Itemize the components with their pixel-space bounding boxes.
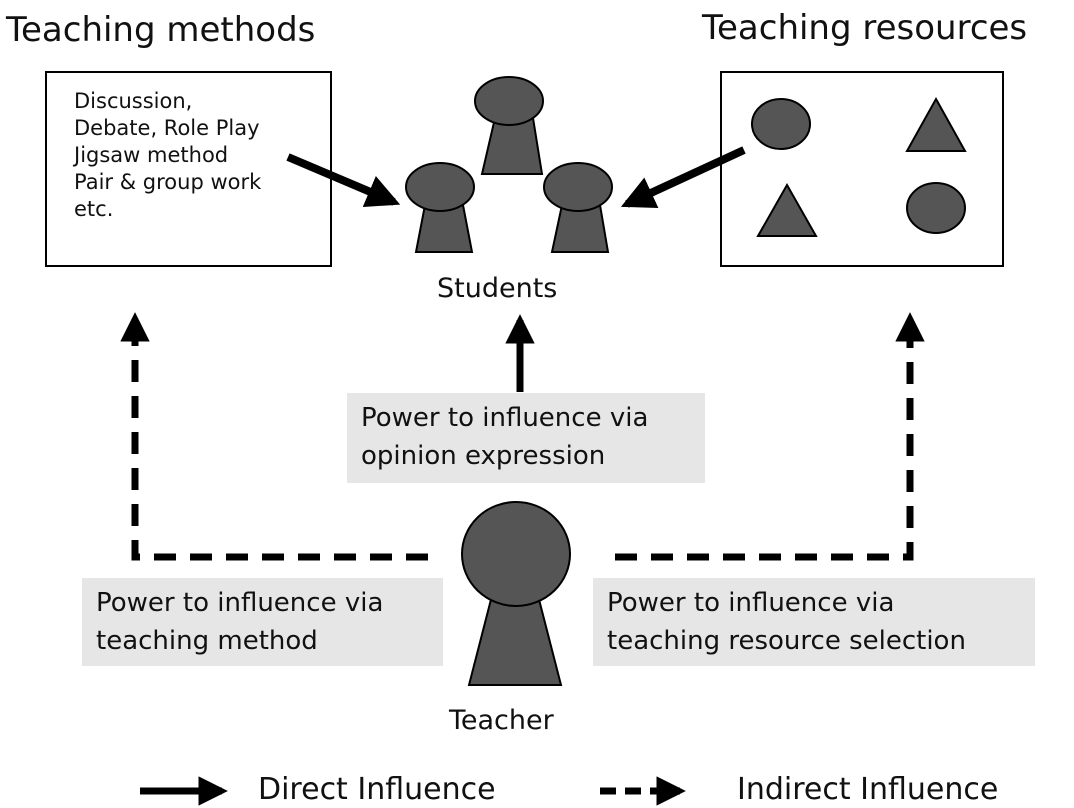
teaching-resource-note: Power to influence via teaching resource… <box>593 578 1035 666</box>
note-line: Power to influence via <box>607 588 895 618</box>
teaching-method-note: Power to influence via teaching method <box>82 578 443 666</box>
note-line: teaching method <box>96 626 318 656</box>
direct-arrow-methods <box>286 153 401 207</box>
students-label: Students <box>437 273 558 304</box>
resource-circle-2 <box>906 182 966 234</box>
methods-list-item: Jigsaw method <box>74 143 229 167</box>
resource-circle-1 <box>751 98 811 150</box>
opinion-expression-note: Power to influence via opinion expressio… <box>347 393 705 483</box>
legend-direct-label: Direct Influence <box>258 772 496 807</box>
student-figure-left <box>405 162 475 253</box>
teaching-methods-box <box>45 71 332 267</box>
methods-list-item: Debate, Role Play <box>74 116 260 140</box>
student-figure-right <box>543 162 613 253</box>
resource-triangle-2 <box>756 182 818 237</box>
resource-triangle-1 <box>905 96 967 152</box>
note-line: Power to influence via <box>96 588 384 618</box>
teacher-label: Teacher <box>449 705 554 736</box>
direct-arrow-resources <box>620 146 746 208</box>
teaching-resources-box <box>720 71 1004 267</box>
methods-list-item: etc. <box>74 197 114 221</box>
note-line: opinion expression <box>361 441 606 471</box>
teaching-resources-title: Teaching resources <box>702 8 1028 48</box>
methods-list-item: Pair & group work <box>74 170 262 194</box>
teacher-figure <box>461 501 571 686</box>
indirect-arrow-method <box>120 312 428 561</box>
note-line: teaching resource selection <box>607 626 966 656</box>
indirect-arrow-resource <box>615 312 925 561</box>
teaching-methods-title: Teaching methods <box>6 10 316 50</box>
note-line: Power to influence via <box>361 403 649 433</box>
methods-list-item: Discussion, <box>74 89 193 113</box>
legend-indirect-label: Indirect Influence <box>737 772 999 807</box>
methods-list: Discussion, Debate, Role Play Jigsaw met… <box>74 88 261 223</box>
student-figure-top <box>474 76 544 175</box>
